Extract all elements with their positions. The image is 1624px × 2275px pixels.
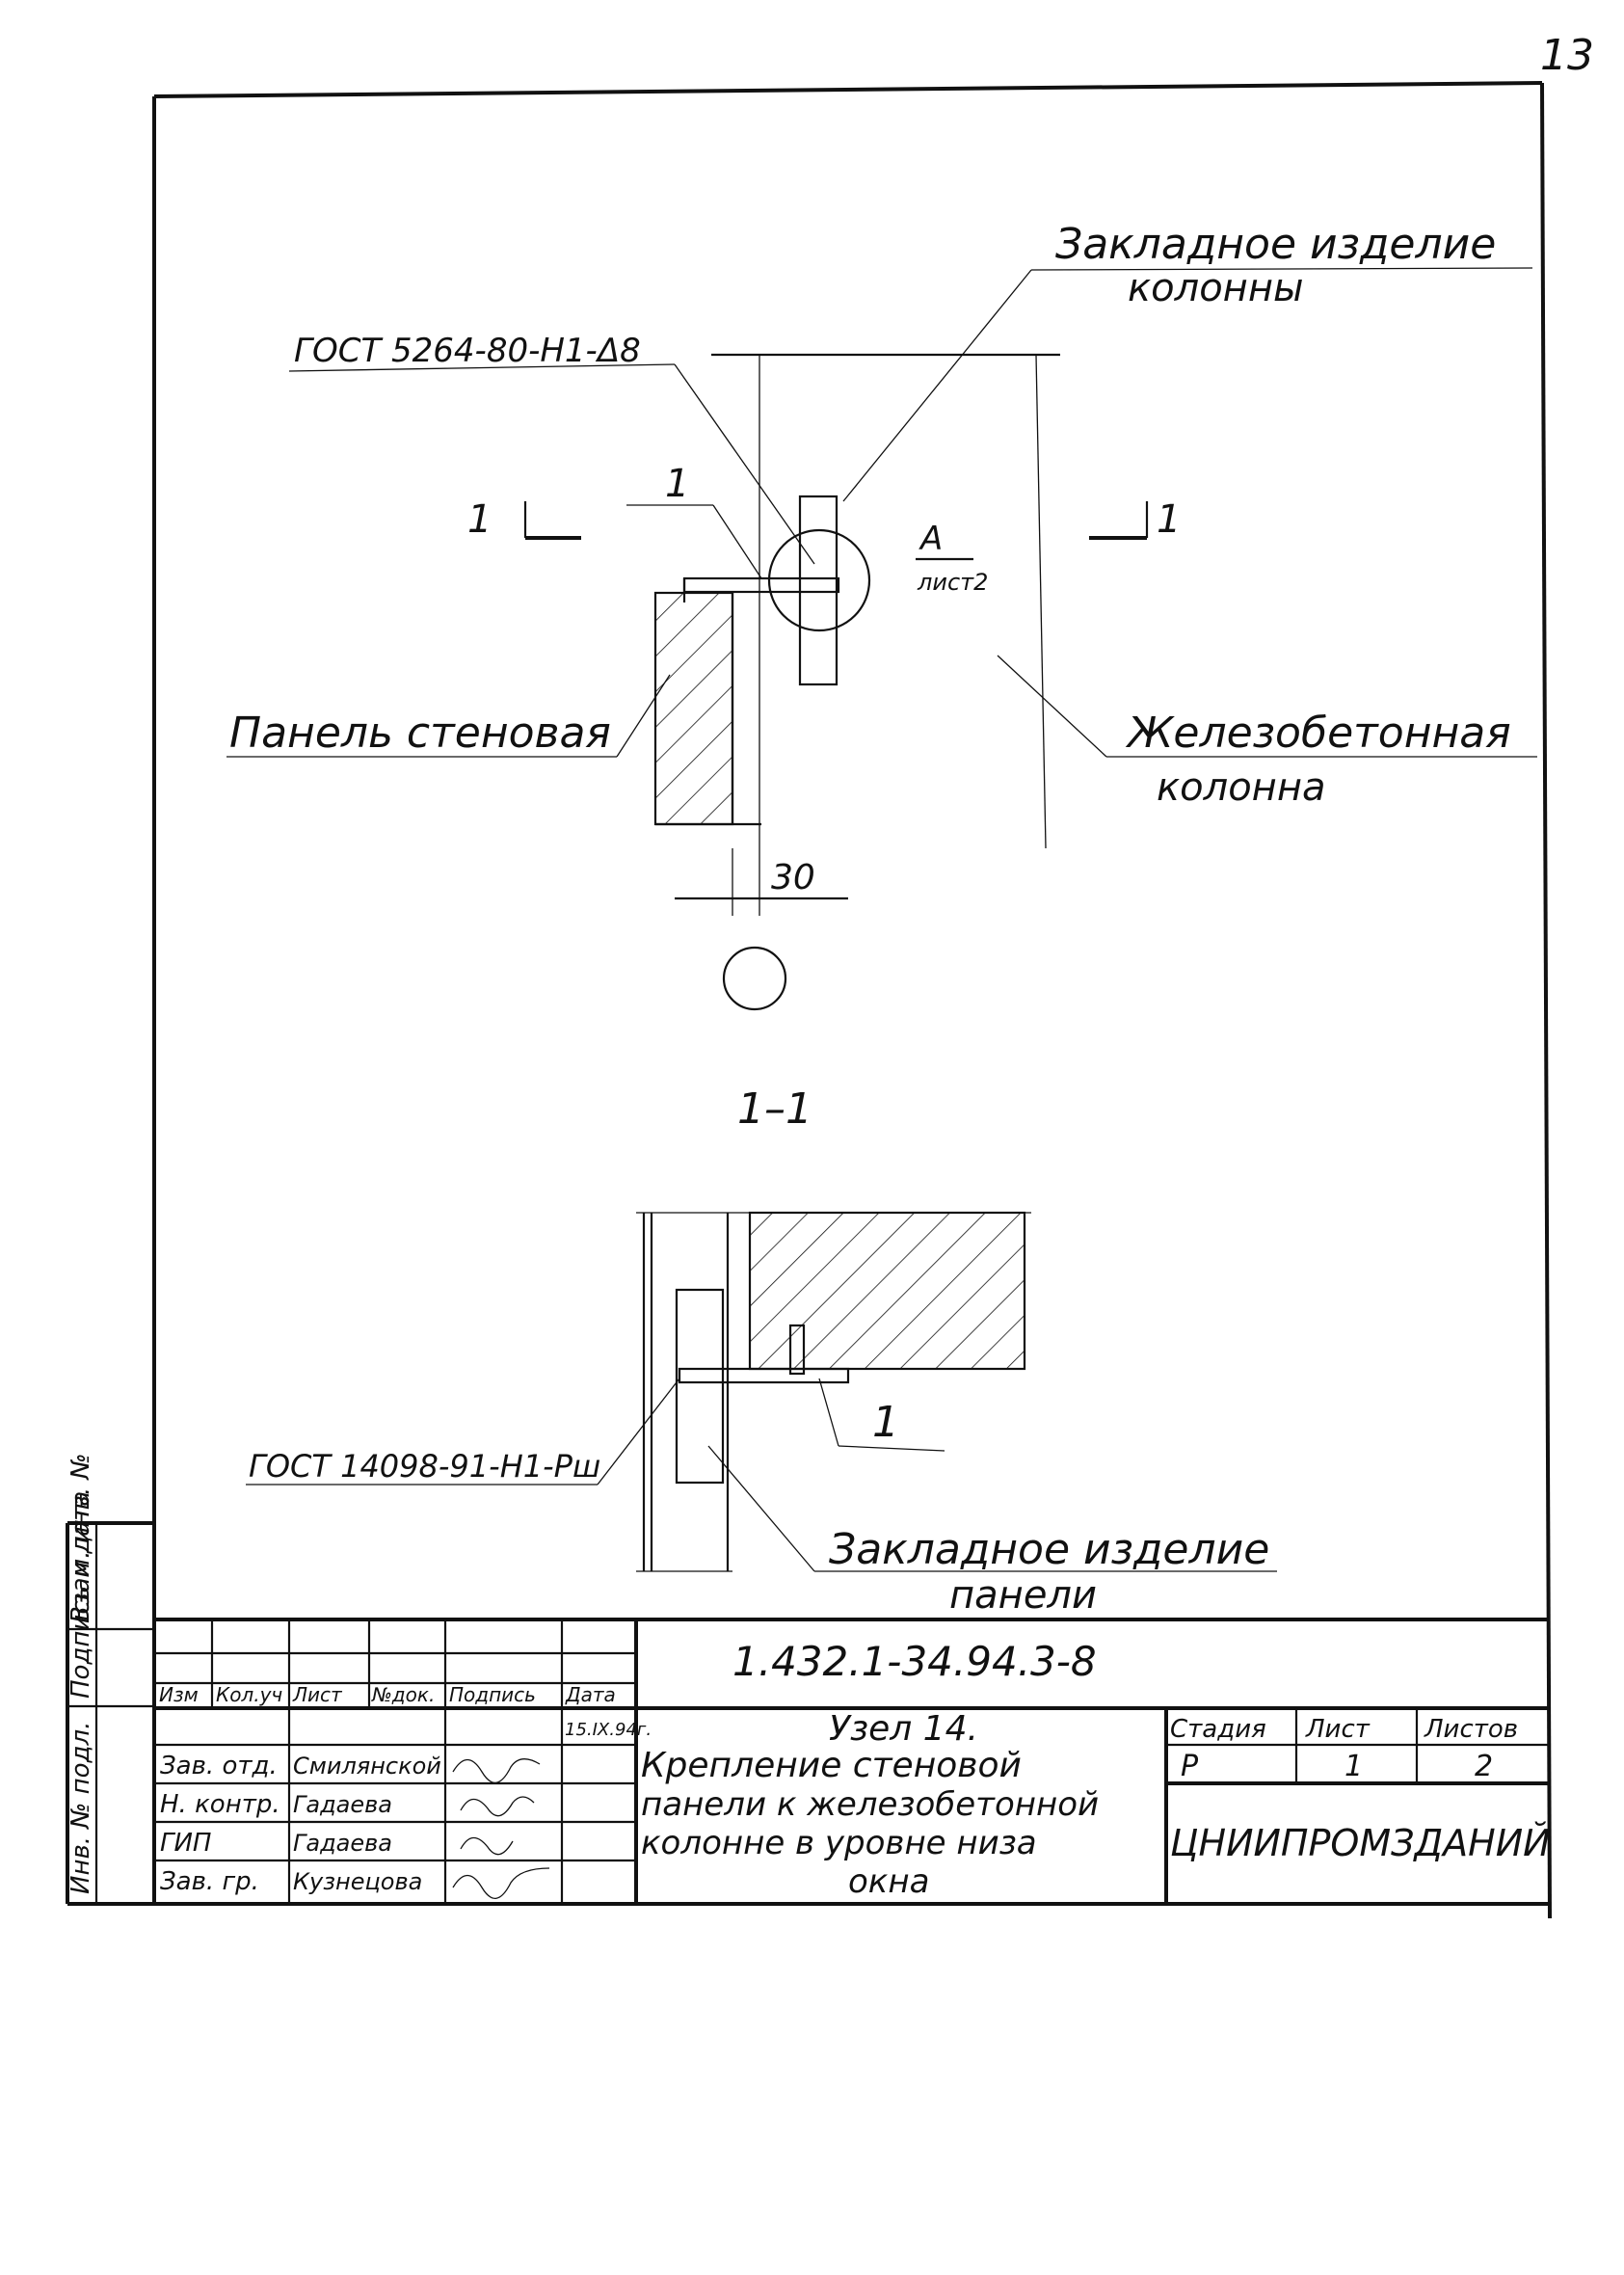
- label-gost-bottom: ГОСТ 14098-91-Н1-Рш: [249, 1448, 600, 1485]
- organization: ЦНИИПРОМЗДАНИЙ: [1170, 1822, 1551, 1864]
- stage-header: Стадия: [1170, 1715, 1266, 1744]
- signature-4: [452, 1867, 550, 1899]
- label-rc-column-1: Железобетонная: [1125, 709, 1511, 758]
- upper-detail: А лист2 1 1 1 30 Закладное изделие колон…: [226, 220, 1537, 1011]
- designation: 1.432.1-34.94.3-8: [732, 1638, 1097, 1685]
- label-embedded-panel-2: панели: [949, 1573, 1097, 1618]
- label-gost-top: ГОСТ 5264-80-Н1-Δ8: [294, 332, 641, 370]
- name-4: Кузнецова: [293, 1868, 422, 1895]
- signature-2: [460, 1796, 535, 1817]
- title-line-3: панели к железобетонной: [641, 1785, 1099, 1824]
- side-stamp-inv: Инв. № подл.: [67, 1722, 95, 1894]
- role-3: ГИП: [160, 1829, 212, 1858]
- section-mark-right: 1: [1157, 497, 1181, 542]
- drawing-frame: [66, 81, 1552, 1919]
- role-4: Зав. гр.: [160, 1867, 259, 1896]
- header-date: Дата: [565, 1683, 616, 1706]
- name-1: Смилянской: [293, 1753, 441, 1780]
- header-ndok: №док.: [371, 1683, 435, 1706]
- header-kol: Кол.уч: [216, 1683, 282, 1706]
- name-2: Гадаева: [293, 1791, 392, 1818]
- label-embedded-column-1: Закладное изделие: [1055, 220, 1496, 269]
- name-3: Гадаева: [293, 1830, 392, 1857]
- stage-value: Р: [1181, 1750, 1199, 1783]
- label-rc-column-2: колонна: [1157, 765, 1326, 810]
- side-stamp: Инв. № подл. Подпись и дата Взам. инв. №: [67, 1453, 154, 1904]
- label-wall-panel: Панель стеновая: [229, 709, 611, 758]
- dimension-30: 30: [771, 858, 815, 897]
- label-embedded-column-2: колонны: [1128, 266, 1304, 310]
- title-block: 1.432.1-34.94.3-8 Изм Кол.уч Лист №док. …: [154, 1618, 1551, 1904]
- section-1-1-detail: ГОСТ 14098-91-Н1-Рш 1 Закладное изделие …: [246, 1211, 1277, 1618]
- callout-a: А: [918, 520, 943, 558]
- position-1-bottom: 1: [872, 1398, 899, 1447]
- role-2: Н. контр.: [160, 1790, 280, 1819]
- side-stamp-replace: Взам. инв. №: [67, 1453, 95, 1623]
- title-line-1: Узел 14.: [829, 1709, 978, 1749]
- signature-3: [460, 1836, 514, 1856]
- sheet-value: 1: [1344, 1750, 1363, 1783]
- signature-1: [452, 1758, 541, 1783]
- callout-sheet: лист2: [917, 569, 988, 596]
- section-title: 1–1: [737, 1084, 812, 1134]
- header-sign: Подпись: [449, 1683, 536, 1706]
- header-list: Лист: [292, 1683, 343, 1706]
- section-mark-left: 1: [467, 497, 492, 542]
- sheets-header: Листов: [1424, 1715, 1518, 1744]
- title-line-4: колонне в уровне низа: [641, 1824, 1037, 1862]
- role-1: Зав. отд.: [160, 1752, 278, 1780]
- label-embedded-panel-1: Закладное изделие: [829, 1525, 1269, 1574]
- page-number: 13: [1540, 31, 1594, 80]
- position-1-top: 1: [665, 462, 689, 506]
- side-stamp-sign: Подпись и дата: [67, 1491, 95, 1699]
- sheet-header: Лист: [1305, 1715, 1371, 1744]
- sheets-value: 2: [1475, 1750, 1493, 1783]
- title-line-2: Крепление стеновой: [641, 1746, 1022, 1785]
- title-line-5: окна: [848, 1862, 929, 1901]
- date-value: 15.IX.94г.: [565, 1720, 652, 1740]
- header-izm: Изм: [159, 1683, 199, 1706]
